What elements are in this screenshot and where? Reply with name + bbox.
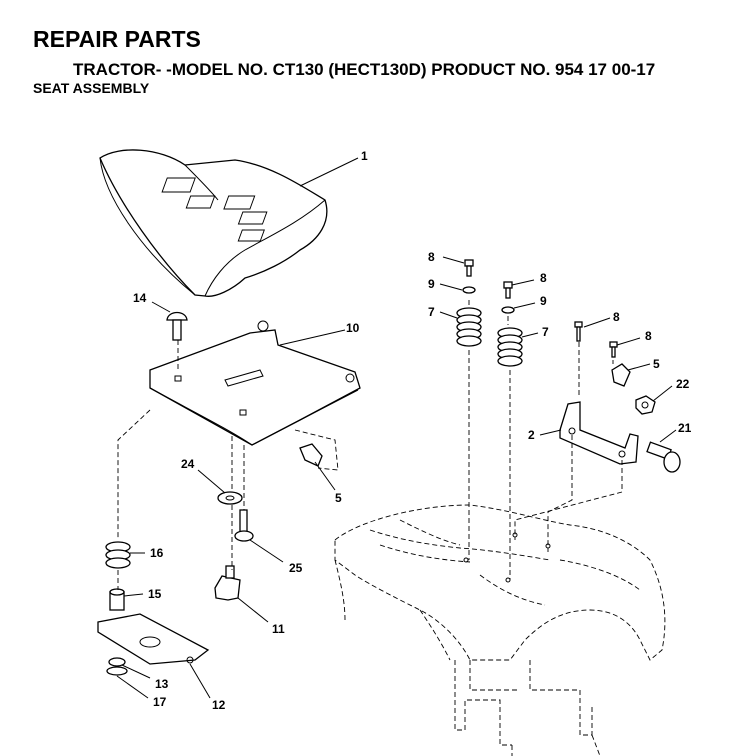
washer-part (217, 491, 243, 505)
callout-24: 24 (181, 457, 195, 471)
bolt-8a-part (464, 259, 474, 277)
callout-13: 13 (155, 677, 169, 691)
spring-7b-part (497, 327, 523, 367)
bolt-8d-part (609, 341, 618, 358)
callout-9-a: 9 (428, 277, 435, 291)
callout-21: 21 (678, 421, 692, 435)
callout-12: 12 (212, 698, 226, 712)
spacer-part (109, 588, 125, 611)
washer-9b-part (501, 306, 515, 314)
mounting-plate-part (97, 613, 210, 665)
callout-14: 14 (133, 291, 147, 305)
carriage-bolt-part (166, 311, 188, 341)
fender-chassis-phantom (334, 504, 666, 756)
seat-pan-part (149, 320, 361, 446)
seat-part (99, 149, 328, 297)
model-subtitle: TRACTOR- -MODEL NO. CT130 (HECT130D) PRO… (73, 60, 656, 79)
clip-5b-part (611, 363, 631, 387)
shoulder-bolt-21-part (646, 441, 681, 473)
page-title: REPAIR PARTS (33, 26, 201, 52)
callout-9-b: 9 (540, 294, 547, 308)
bolt-8b-part (503, 281, 513, 299)
callout-7-a: 7 (428, 305, 435, 319)
spring-7a-part (456, 307, 482, 347)
bolt-8c-part (574, 321, 583, 342)
callout-15: 15 (148, 587, 162, 601)
callout-10: 10 (346, 321, 360, 335)
callout-8-a: 8 (428, 250, 435, 264)
callout-8-c: 8 (613, 310, 620, 324)
callout-22: 22 (676, 377, 690, 391)
callout-5-right: 5 (653, 357, 660, 371)
callout-8-b: 8 (540, 271, 547, 285)
washer-9a-part (462, 286, 476, 294)
callout-1: 1 (361, 149, 368, 163)
callout-7-b: 7 (542, 325, 549, 339)
shoulder-bolt-part (234, 509, 254, 542)
spring-clip-part (294, 429, 339, 471)
callout-5-left: 5 (335, 491, 342, 505)
seat-bracket-part (559, 401, 639, 465)
callout-16: 16 (150, 546, 164, 560)
callout-8-d: 8 (645, 329, 652, 343)
nut-part (106, 657, 128, 676)
callout-11: 11 (272, 622, 285, 636)
compression-spring-part (105, 541, 131, 569)
nut-22-part (635, 395, 656, 415)
callout-25: 25 (289, 561, 303, 575)
section-title: SEAT ASSEMBLY (33, 80, 150, 96)
callout-17: 17 (153, 695, 167, 709)
callout-2: 2 (528, 428, 535, 442)
adjustment-knob-part (214, 565, 241, 601)
